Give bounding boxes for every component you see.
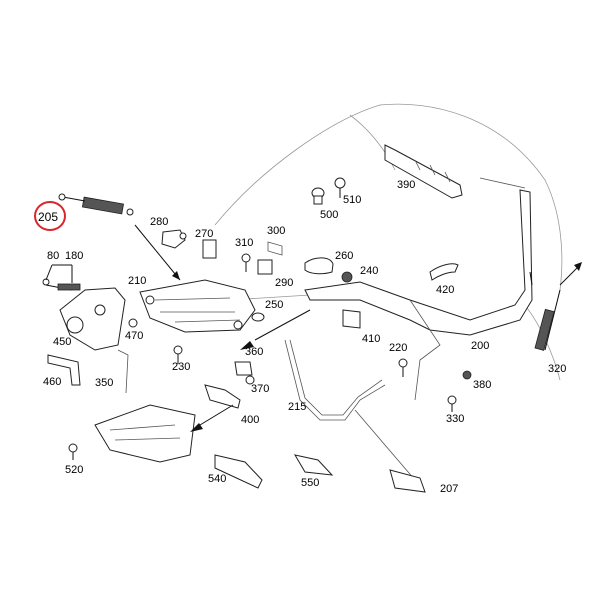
bracket-410[interactable]: [342, 309, 361, 329]
rod-207[interactable]: [354, 409, 426, 493]
part-label-390[interactable]: 390: [397, 179, 416, 191]
bolt-310[interactable]: [241, 253, 251, 272]
part-label-215[interactable]: 215: [288, 401, 307, 413]
part-label-410[interactable]: 410: [362, 333, 381, 345]
part-label-270[interactable]: 270: [195, 228, 214, 240]
bolt-230[interactable]: [173, 345, 183, 364]
part-label-550[interactable]: 550: [301, 477, 320, 489]
part-label-240[interactable]: 240: [360, 265, 379, 277]
part-label-540[interactable]: 540: [208, 473, 227, 485]
rod-350[interactable]: [117, 349, 129, 394]
bolt-510[interactable]: [334, 177, 346, 198]
block-290[interactable]: [257, 259, 273, 275]
clip-270[interactable]: [202, 239, 217, 259]
cap-500[interactable]: [311, 187, 325, 205]
bolt-370[interactable]: [245, 375, 255, 385]
part-label-220[interactable]: 220: [389, 342, 408, 354]
part-label-210[interactable]: 210: [128, 275, 147, 287]
hinge-assembly-210[interactable]: [139, 279, 256, 333]
part-label-180[interactable]: 180: [65, 250, 84, 262]
washer-250[interactable]: [251, 312, 265, 322]
part-label-280[interactable]: 280: [150, 216, 169, 228]
rod-215[interactable]: [284, 339, 386, 421]
release-assembly[interactable]: [94, 404, 196, 463]
part-label-360[interactable]: 360: [245, 346, 264, 358]
clip-360[interactable]: [234, 361, 253, 376]
bolt-220[interactable]: [398, 358, 408, 377]
lock-400[interactable]: [204, 384, 241, 409]
part-label-350[interactable]: 350: [95, 377, 114, 389]
gas-strut-205[interactable]: [58, 193, 134, 216]
part-label-207[interactable]: 207: [440, 483, 459, 495]
part-label-400[interactable]: 400: [241, 414, 260, 426]
part-label-320[interactable]: 320: [548, 363, 567, 375]
screw-520[interactable]: [68, 443, 78, 460]
part-label-420[interactable]: 420: [436, 284, 455, 296]
gas-strut-320[interactable]: [534, 289, 561, 351]
part-label-260[interactable]: 260: [335, 250, 354, 262]
part-label-520[interactable]: 520: [65, 464, 84, 476]
screw-330[interactable]: [447, 395, 457, 412]
highlight-ring: [34, 201, 66, 231]
part-label-330[interactable]: 330: [446, 413, 465, 425]
cable-tie-420[interactable]: [429, 263, 459, 281]
part-label-205[interactable]: 205: [38, 210, 59, 224]
part-label-470[interactable]: 470: [125, 330, 144, 342]
bolt-470[interactable]: [128, 318, 138, 328]
hinge-280[interactable]: [161, 229, 187, 249]
part-label-310[interactable]: 310: [235, 237, 254, 249]
part-label-80[interactable]: 80: [47, 250, 60, 262]
bracket-540[interactable]: [214, 454, 263, 489]
part-label-450[interactable]: 450: [53, 336, 72, 348]
part-label-380[interactable]: 380: [473, 379, 492, 391]
part-label-230[interactable]: 230: [172, 361, 191, 373]
assembly-arrows: [134, 224, 582, 432]
part-label-290[interactable]: 290: [275, 277, 294, 289]
bumper-260[interactable]: [304, 257, 334, 275]
bolts-80-180[interactable]: [42, 278, 81, 291]
nut-240[interactable]: [341, 271, 353, 283]
part-label-250[interactable]: 250: [265, 299, 284, 311]
part-label-510[interactable]: 510: [343, 194, 362, 206]
leader-lines: [45, 264, 73, 283]
bracket-550[interactable]: [293, 454, 334, 476]
bolt-380[interactable]: [462, 370, 472, 380]
latch-450[interactable]: [59, 287, 126, 351]
part-label-200[interactable]: 200: [471, 340, 490, 352]
bracket-460[interactable]: [47, 354, 81, 386]
part-label-370[interactable]: 370: [251, 383, 270, 395]
part-label-500[interactable]: 500: [320, 209, 339, 221]
hinge-bracket-390[interactable]: [384, 144, 463, 199]
bracket-300[interactable]: [267, 241, 283, 256]
part-label-460[interactable]: 460: [43, 376, 62, 388]
vehicle-body-outline: [214, 103, 563, 381]
part-label-300[interactable]: 300: [267, 225, 286, 237]
frame-200[interactable]: [304, 177, 533, 401]
